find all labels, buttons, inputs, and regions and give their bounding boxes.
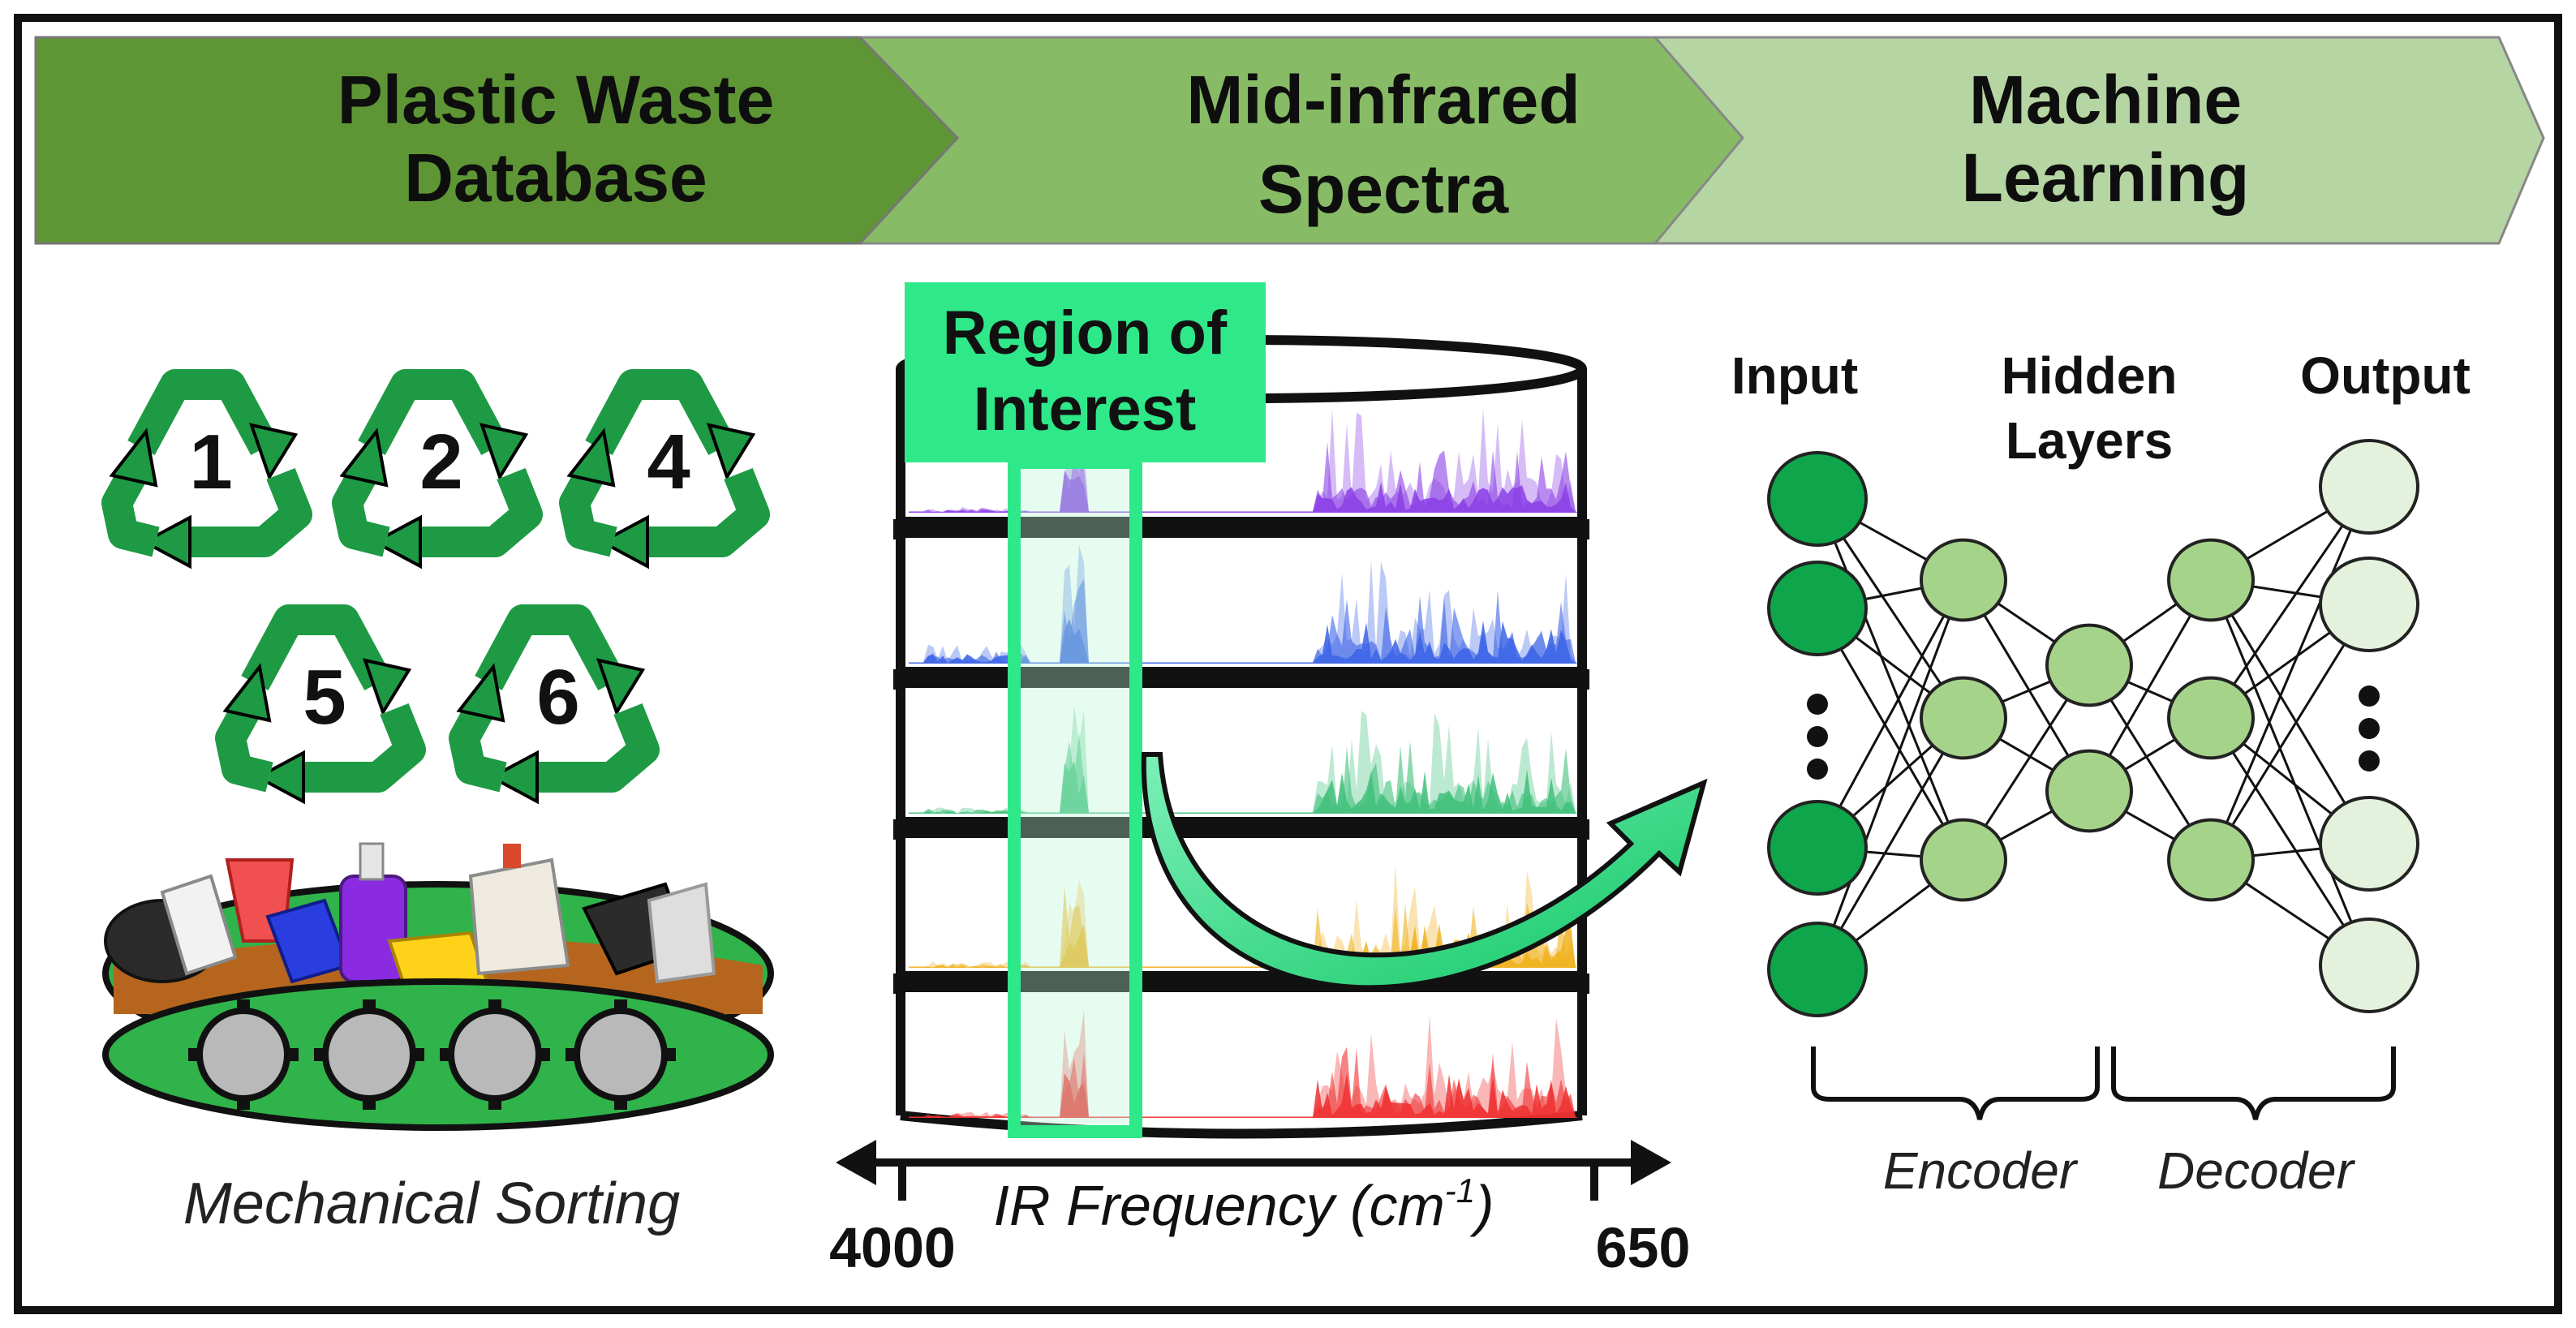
tick-650: 650 <box>1596 1216 1691 1279</box>
input-node-1 <box>1767 451 1868 547</box>
roi-column <box>1008 456 1142 1138</box>
recycle-1-icon: 1 <box>112 385 297 566</box>
recycle-code: 1 <box>189 419 232 505</box>
network-edge <box>1816 579 1965 849</box>
banner-step-2-line2: Spectra <box>1258 151 1509 227</box>
network-nodes <box>1767 439 2419 1017</box>
network-edge <box>2209 579 2371 845</box>
output-label: Output <box>2300 346 2471 405</box>
encoder-node-1 <box>1920 538 2007 622</box>
plastic-items <box>104 842 716 992</box>
decoder-label: Decoder <box>2157 1141 2356 1200</box>
roi-label-box: Region of Interest <box>905 282 1266 462</box>
recycle-6-icon: 6 <box>459 620 644 802</box>
banner: Plastic Waste Database Mid-infrared Spec… <box>34 36 2545 245</box>
ir-frequency-axis: IR Frequency (cm-1) 4000 650 <box>829 1140 1690 1279</box>
encoder-node-2 <box>1920 676 2007 760</box>
spectrum-band-3 <box>909 761 1578 814</box>
input-ellipsis-icon <box>1807 694 1828 780</box>
tick-4000: 4000 <box>829 1216 956 1279</box>
spectrum-band-5 <box>909 1072 1578 1118</box>
output-node-3 <box>2319 796 2419 892</box>
bottleneck-node-2 <box>2045 749 2133 833</box>
network-edge <box>2209 604 2371 861</box>
encoder-node-3 <box>1920 818 2007 902</box>
recycle-2-icon: 2 <box>342 385 527 566</box>
network-edge <box>1816 579 1965 970</box>
mechanical-sorting-caption: Mechanical Sorting <box>183 1171 680 1236</box>
bottleneck-node-1 <box>2045 623 2133 707</box>
recycling-symbols: 1 2 4 5 6 <box>112 385 755 802</box>
network-labels: Input Hidden Layers Output <box>1731 346 2471 470</box>
input-node-3 <box>1767 800 1868 896</box>
output-ellipsis-icon <box>2359 685 2380 771</box>
decoder-node-3 <box>2167 818 2255 902</box>
network-edge <box>1816 498 1965 861</box>
hidden-label-line1: Hidden <box>2002 346 2178 405</box>
recycle-code: 4 <box>647 419 690 505</box>
output-node-1 <box>2319 439 2419 535</box>
input-node-2 <box>1767 561 1868 656</box>
decoder-node-1 <box>2167 538 2255 622</box>
hidden-label-line2: Layers <box>2006 411 2173 470</box>
banner-step-1-line2: Database <box>404 140 707 216</box>
roi-label-line2: Interest <box>974 375 1197 444</box>
recycle-code: 6 <box>536 654 579 741</box>
curved-arrow-icon <box>1141 752 1708 991</box>
output-node-4 <box>2319 918 2419 1013</box>
input-node-4 <box>1767 922 1868 1017</box>
network-edge <box>2209 717 2371 966</box>
decoder-node-2 <box>2167 676 2255 760</box>
encoder-decoder-braces <box>1811 1046 2396 1120</box>
banner-step-3-line2: Learning <box>1962 140 2250 216</box>
banner-step-2-line1: Mid-infrared <box>1186 62 1580 138</box>
encoder-label: Encoder <box>1883 1141 2079 1200</box>
recycle-code: 2 <box>419 419 462 505</box>
input-label: Input <box>1731 346 1858 405</box>
ir-axis-label: IR Frequency (cm-1) <box>994 1171 1494 1237</box>
spectrum-band-1 <box>909 470 1578 513</box>
output-node-2 <box>2319 557 2419 652</box>
roi-label-line1: Region of <box>943 299 1228 367</box>
recycle-5-icon: 5 <box>226 620 411 802</box>
shelf-edges <box>893 519 1589 994</box>
network-edge <box>2209 486 2371 861</box>
conveyor-belt <box>102 842 774 1131</box>
network-edge <box>2209 579 2371 966</box>
gear-teeth <box>188 999 676 1110</box>
recycle-code: 5 <box>303 654 346 741</box>
banner-step-3-line1: Machine <box>1969 62 2242 138</box>
recycle-4-icon: 4 <box>570 385 755 566</box>
spectrum-band-2 <box>909 618 1578 664</box>
banner-step-1 <box>34 36 960 245</box>
banner-step-1-line1: Plastic Waste <box>338 62 774 138</box>
